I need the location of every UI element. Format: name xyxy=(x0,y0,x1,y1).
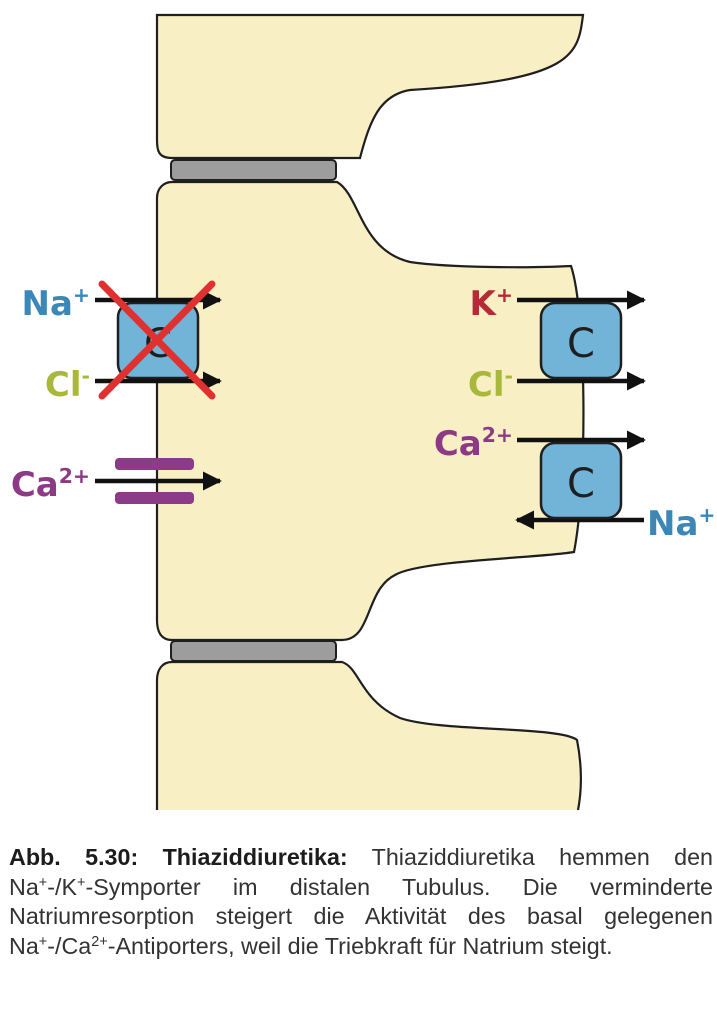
caption-sup: 2+ xyxy=(91,933,108,950)
basolateral-antiporter xyxy=(539,441,623,520)
cl-label-right: Cl- xyxy=(468,364,513,405)
caption-text: -Antiporters, weil die Triebkraft für Na… xyxy=(107,932,613,959)
basolateral-antiporter-label: C xyxy=(567,461,595,507)
na-label-left: Na+ xyxy=(22,283,91,324)
thiazide-diagram: C C C Na+ Cl- Ca2+ K+ Cl- Ca2+ Na+ xyxy=(11,13,716,811)
basolateral-symporter xyxy=(539,301,623,380)
blocked-cross-icon-stroke-2 xyxy=(98,280,216,400)
upper-cell xyxy=(155,13,585,160)
caption-sup: + xyxy=(38,874,48,891)
ca-label-left: Ca2+ xyxy=(11,464,90,505)
ca-channel-top xyxy=(115,458,194,470)
basolateral-symporter-label: C xyxy=(567,321,595,367)
caption-sup: + xyxy=(38,933,48,950)
tight-junction-upper xyxy=(170,159,337,181)
ca-channel-bottom xyxy=(115,492,194,504)
middle-cell xyxy=(155,180,585,642)
ca-label-right: Ca2+ xyxy=(434,423,513,464)
tight-junction-lower xyxy=(170,640,337,662)
caption-text: Thiaziddiuretika hemmen den Na xyxy=(9,844,714,900)
figure-caption: Abb. 5.30: Thiaziddiuretika: Thiaziddiur… xyxy=(9,843,713,961)
cl-label-left: Cl- xyxy=(45,364,90,405)
caption-text: -Symporter im distalen Tubulus. Die ver­… xyxy=(9,873,713,959)
k-label-right: K+ xyxy=(470,283,513,324)
caption-text: -/K xyxy=(47,873,77,900)
na-label-right: Na+ xyxy=(647,503,716,544)
caption-sup: + xyxy=(77,874,86,891)
lower-cell xyxy=(155,660,582,811)
caption-text: -/Ca xyxy=(47,932,92,959)
caption-title: Abb. 5.30: Thiaziddiuretika: xyxy=(9,844,348,870)
